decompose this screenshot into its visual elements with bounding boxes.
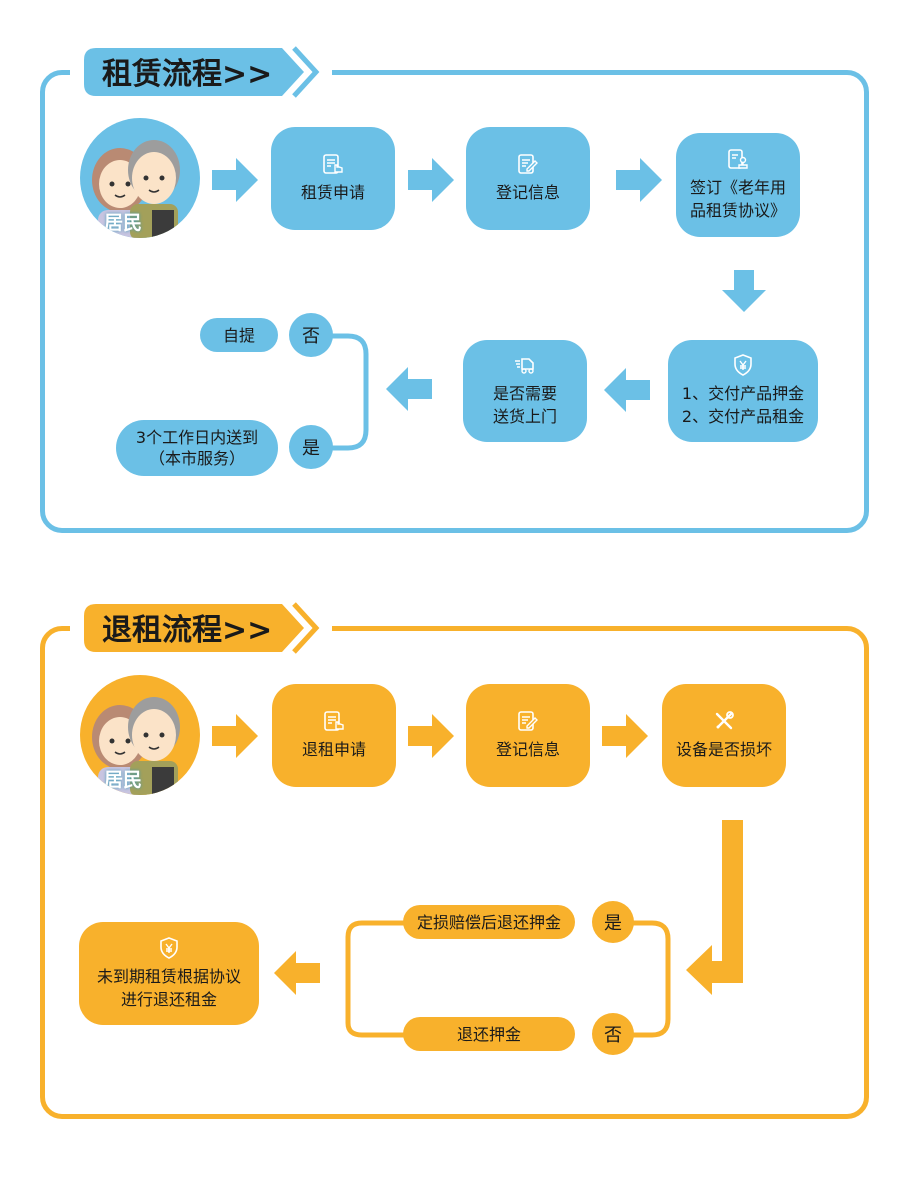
arrow-right-icon xyxy=(408,158,454,202)
return-title-tab: 退租流程>> xyxy=(82,602,322,654)
arrow-right-icon xyxy=(212,714,258,758)
return-decision-connector xyxy=(345,920,671,1038)
resident-avatar: 居民 xyxy=(80,675,200,795)
delivery-truck-icon xyxy=(515,358,534,374)
arrow-right-icon xyxy=(212,158,258,202)
arrow-left-icon xyxy=(604,368,650,412)
return-step-apply: 退租申请 xyxy=(272,684,396,787)
return-no-circle: 否 xyxy=(592,1013,634,1055)
arrow-right-icon xyxy=(602,714,648,758)
arrow-down-left-icon xyxy=(686,820,743,995)
form-hand-icon xyxy=(323,154,343,174)
rental-step-contract: 签订《老年用 品租赁协议》 xyxy=(676,133,800,237)
resident-badge: 居民 xyxy=(104,212,143,234)
rental-step-register: 登记信息 xyxy=(466,127,590,230)
rental-step-register-label: 登记信息 xyxy=(495,183,560,202)
form-edit-icon xyxy=(518,711,538,731)
return-no-result: 退还押金 xyxy=(403,1017,575,1051)
arrow-right-icon xyxy=(616,158,662,202)
rental-yes-result-line1: 3个工作日内送到 xyxy=(135,428,259,447)
elderly-couple-icon xyxy=(92,697,180,795)
return-yes-circle: 是 xyxy=(592,901,634,943)
rental-step-apply: 租赁申请 xyxy=(271,127,395,230)
shield-yen-icon xyxy=(160,936,178,959)
return-title: 退租流程>> xyxy=(102,613,273,648)
rental-step-delivery: 是否需要 送货上门 xyxy=(463,340,587,442)
rental-title: 租赁流程>> xyxy=(102,57,273,92)
rental-yes-circle: 是 xyxy=(289,425,333,469)
rental-step-payment: 1、交付产品押金 2、交付产品租金 xyxy=(668,340,818,442)
elderly-couple-icon xyxy=(92,140,180,238)
rental-step-payment-line1: 1、交付产品押金 xyxy=(681,384,805,403)
rental-no-result: 自提 xyxy=(200,318,278,352)
return-final-line2: 进行退还租金 xyxy=(120,989,217,1009)
rental-step-apply-label: 租赁申请 xyxy=(300,183,365,202)
return-step-apply-label: 退租申请 xyxy=(301,740,366,759)
return-final-rent-refund: 未到期租赁根据协议 进行退还租金 xyxy=(79,922,259,1025)
arrow-right-icon xyxy=(408,714,454,758)
form-hand-icon xyxy=(324,711,344,731)
return-step-damage-check-label: 设备是否损坏 xyxy=(675,740,772,759)
return-step-damage-check: 设备是否损坏 xyxy=(662,684,786,787)
tools-icon xyxy=(715,711,734,730)
contract-stamp-icon xyxy=(728,149,748,169)
rental-decision-connector xyxy=(328,333,369,451)
return-final-line1: 未到期租赁根据协议 xyxy=(96,966,241,986)
rental-step-delivery-line2: 送货上门 xyxy=(492,407,557,426)
rental-title-tab: 租赁流程>> xyxy=(82,46,322,98)
shield-yen-icon xyxy=(734,354,752,376)
rental-yes-result-line2: （本市服务） xyxy=(148,449,245,468)
resident-avatar: 居民 xyxy=(80,118,200,238)
rental-step-contract-line1: 签订《老年用 xyxy=(689,178,786,197)
rental-step-delivery-line1: 是否需要 xyxy=(492,384,557,403)
rental-step-payment-line2: 2、交付产品租金 xyxy=(681,407,805,426)
return-step-register-label: 登记信息 xyxy=(495,740,560,759)
arrow-left-icon xyxy=(386,367,432,411)
form-edit-icon xyxy=(518,154,538,174)
arrow-left-icon xyxy=(274,951,320,995)
rental-no-circle: 否 xyxy=(289,313,333,357)
return-yes-result: 定损赔偿后退还押金 xyxy=(403,905,575,939)
return-frame xyxy=(40,626,869,1119)
rental-frame xyxy=(40,70,869,533)
arrow-down-icon xyxy=(722,270,766,312)
rental-step-contract-line2: 品租赁协议》 xyxy=(689,201,786,220)
return-step-register: 登记信息 xyxy=(466,684,590,787)
rental-yes-result: 3个工作日内送到 （本市服务） xyxy=(116,420,278,476)
resident-badge: 居民 xyxy=(104,769,143,791)
